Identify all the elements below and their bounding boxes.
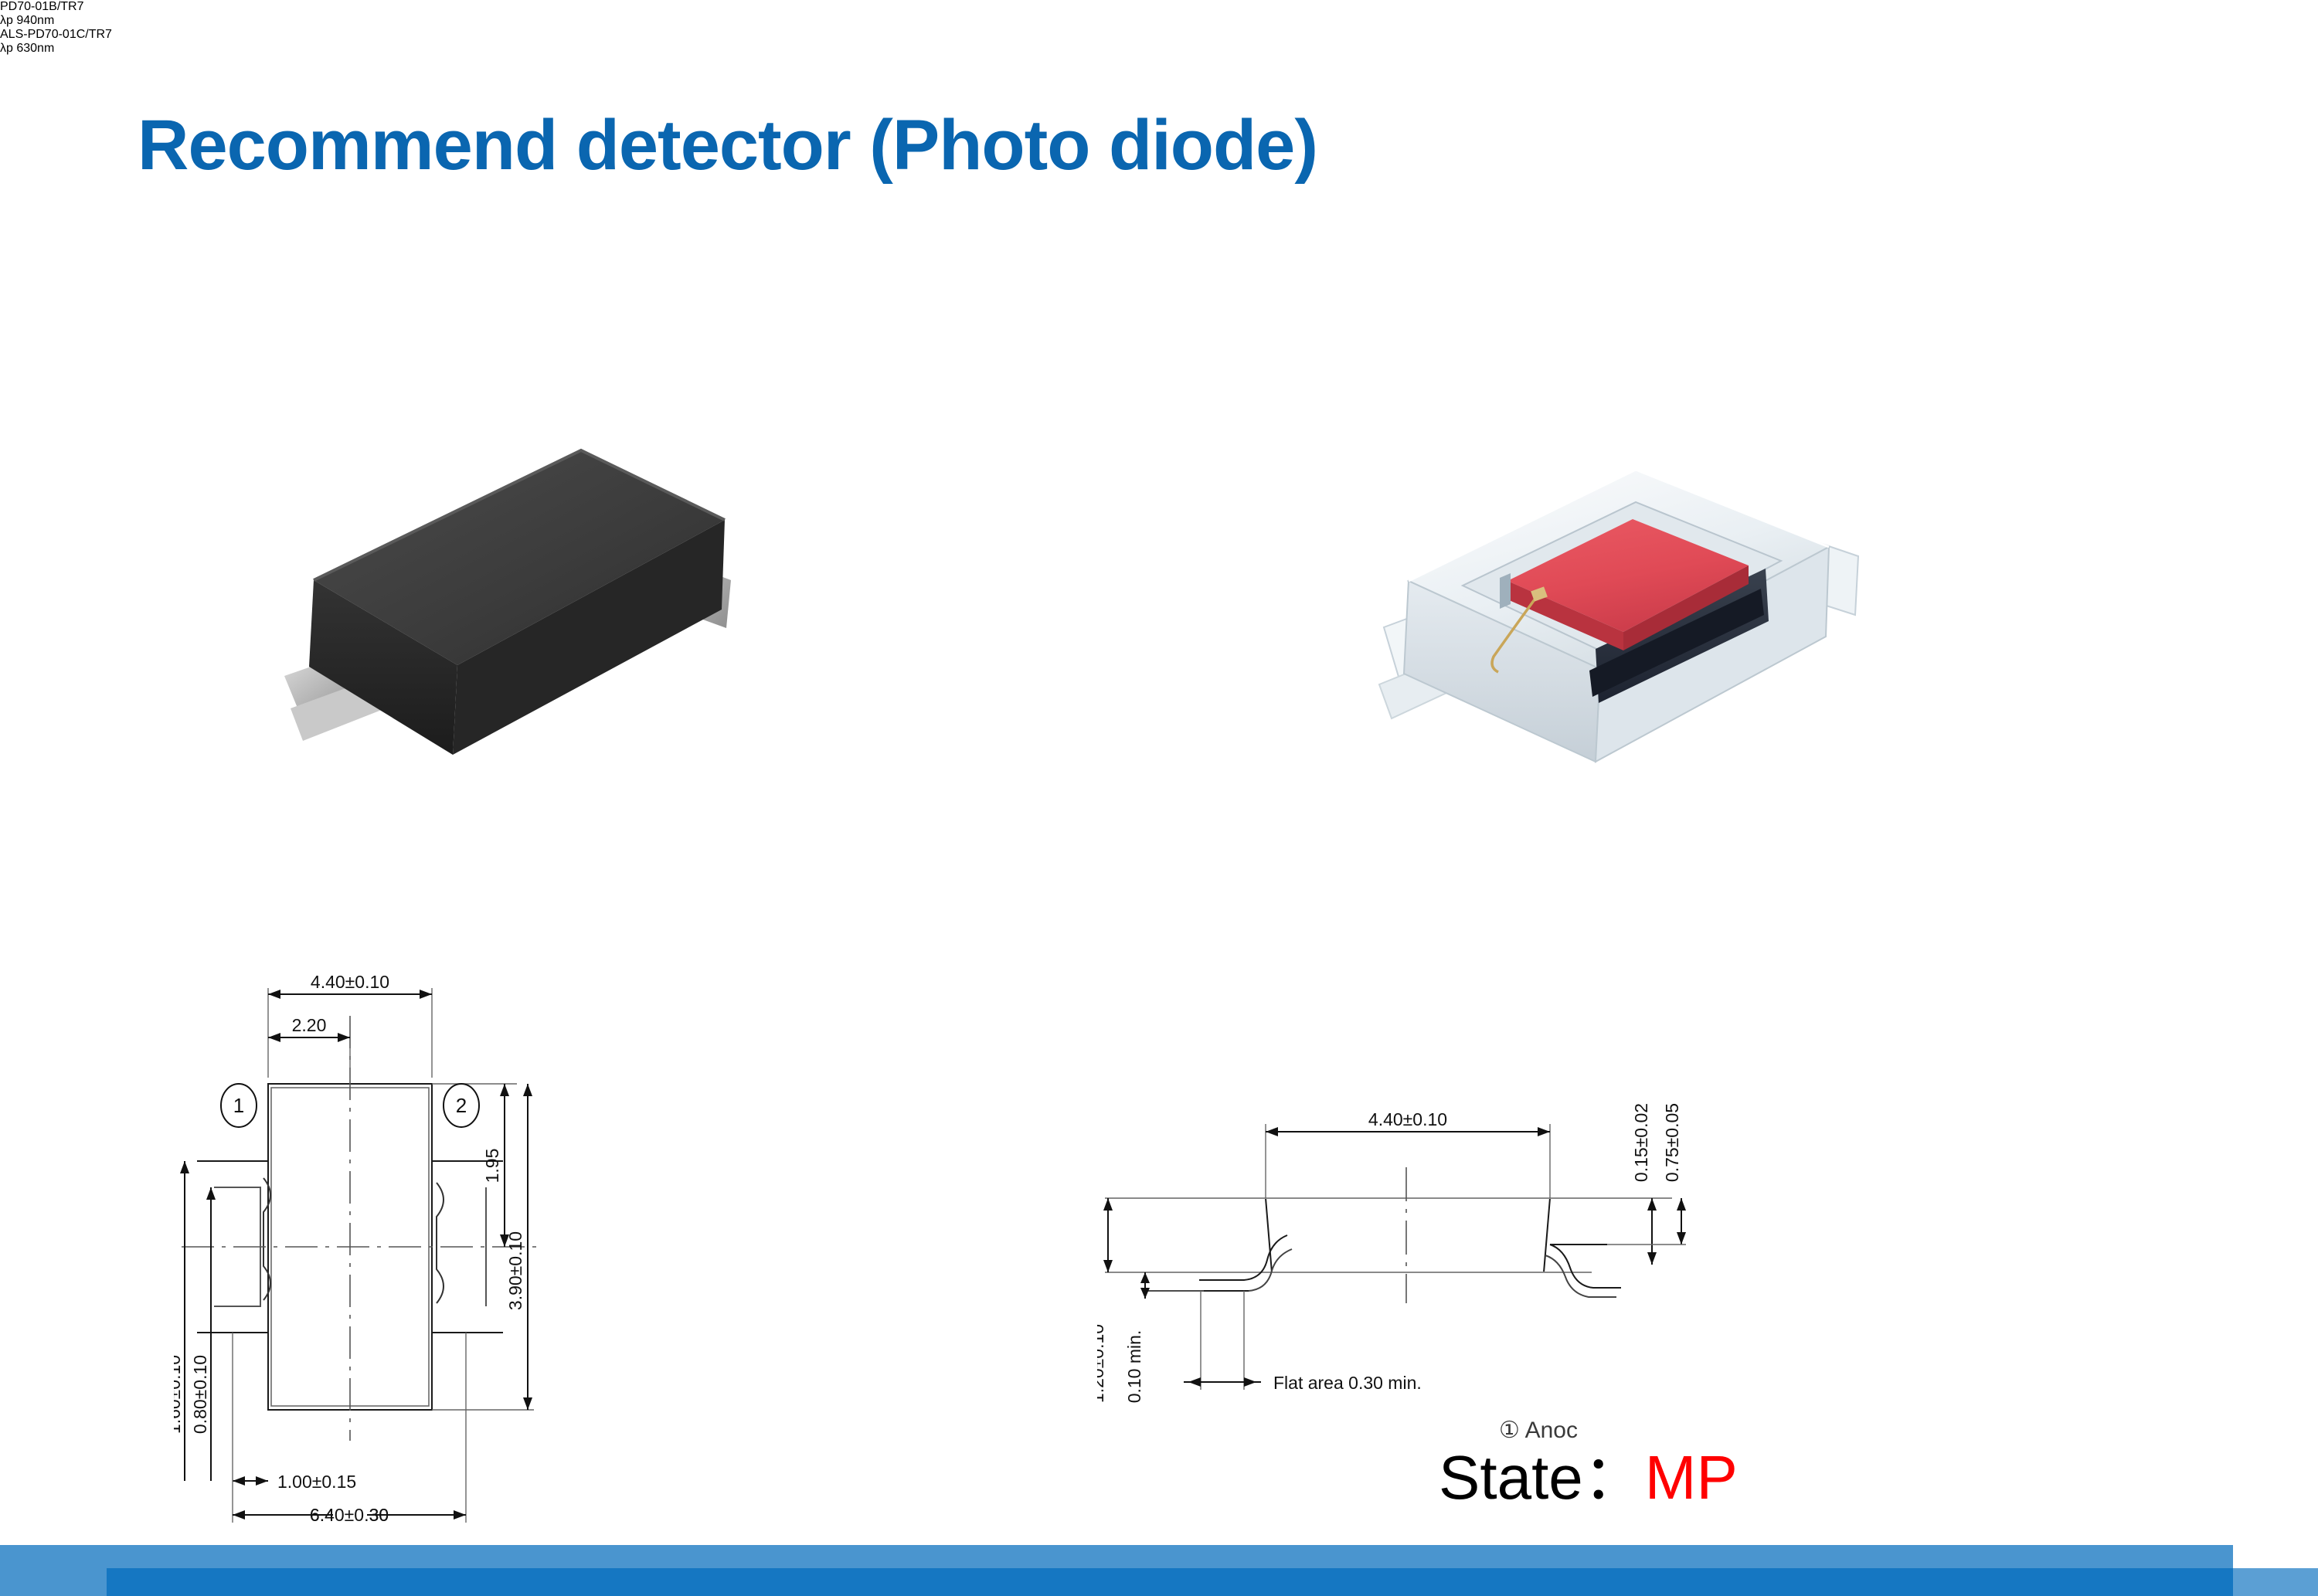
page-title: Recommend detector (Photo diode) xyxy=(138,106,1318,185)
dim-2-20: 2.20 xyxy=(292,1015,327,1035)
pin-1-marker: 1 xyxy=(233,1094,244,1117)
dim-r-1-20: 1.20±0.10 xyxy=(1097,1324,1107,1403)
dim-r-flat-area: Flat area 0.30 min. xyxy=(1273,1373,1422,1393)
left-product-photo xyxy=(232,421,773,784)
clipped-anode-note: ① Anoc xyxy=(1499,1418,1578,1443)
footer-band-dark xyxy=(107,1568,2233,1596)
dim-0-80: 0.80±0.10 xyxy=(190,1355,210,1434)
pin-2-marker: 2 xyxy=(456,1094,467,1117)
left-outline-drawing: 4.40±0.10 2.20 1.95 3.90±0.10 1.60±0.10 … xyxy=(164,962,916,1549)
dim-1-00: 1.00±0.15 xyxy=(277,1472,356,1492)
state-label: State： xyxy=(1439,1443,1645,1512)
dim-1-60: 1.60±0.10 xyxy=(174,1355,184,1434)
state-badge: MP xyxy=(1644,1443,1738,1512)
dim-4-40: 4.40±0.10 xyxy=(311,972,389,992)
als-pd70-01c-dimension-drawing: 4.40±0.10 0.15±0.02 0.75±0.05 1.20±0.10 … xyxy=(1087,1103,1746,1454)
left-part-number-label: PD70-01B/TR7 xyxy=(0,0,84,13)
dim-r-4-40: 4.40±0.10 xyxy=(1368,1109,1447,1129)
dim-1-95: 1.95 xyxy=(482,1149,502,1183)
pd70-01b-dimension-drawing: 4.40±0.10 2.20 1.95 3.90±0.10 1.60±0.10 … xyxy=(164,972,537,1525)
right-part-number-label: ALS-PD70-01C/TR7 xyxy=(0,28,112,41)
right-peak-wavelength-label: λp 630nm xyxy=(0,42,55,55)
dim-r-0-15: 0.15±0.02 xyxy=(1631,1103,1651,1182)
dim-r-0-75: 0.75±0.05 xyxy=(1662,1103,1682,1182)
footer-band-tail xyxy=(2233,1568,2318,1596)
clear-smd-package-illustration xyxy=(1378,468,1860,763)
dim-r-0-10-min: 0.10 min. xyxy=(1124,1330,1144,1404)
right-product-photo xyxy=(1364,456,1905,796)
dim-6-40-overlay: 6.40±0.30 xyxy=(310,1505,389,1525)
state-line: State：MP xyxy=(1439,1428,1738,1517)
left-peak-wavelength-label: λp 940nm xyxy=(0,14,55,27)
right-outline-drawing: 4.40±0.10 0.15±0.02 0.75±0.05 1.20±0.10 … xyxy=(1087,1062,1885,1454)
dim-3-90: 3.90±0.10 xyxy=(505,1231,525,1310)
black-smd-package-illustration xyxy=(284,448,731,755)
